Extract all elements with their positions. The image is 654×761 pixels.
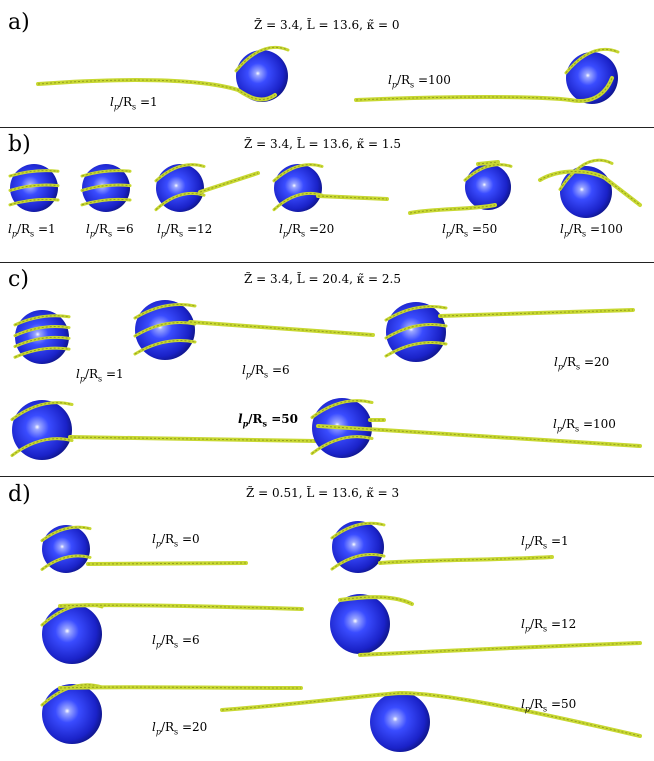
params-a: Z̃ = 3.4, L̃ = 13.6, κ̃ = 0 bbox=[254, 18, 400, 32]
lp-rs-label-b-1: lp/Rs =1 bbox=[8, 222, 56, 239]
polymer-texture-9 bbox=[81, 184, 131, 191]
sphere-16 bbox=[42, 604, 102, 664]
sphere-7 bbox=[465, 164, 511, 210]
polymer-texture-24 bbox=[14, 347, 70, 358]
sphere-17 bbox=[330, 594, 390, 654]
polymer-texture-7 bbox=[9, 198, 59, 206]
lp-rs-label-d-1: lp/Rs =0 bbox=[152, 532, 200, 549]
polymer-texture-37 bbox=[311, 436, 373, 454]
polymer-texture-1 bbox=[37, 79, 276, 100]
polymer-texture-14 bbox=[273, 164, 323, 182]
polymer-texture-49 bbox=[59, 686, 302, 689]
lp-rs-label-d-5: lp/Rs =20 bbox=[152, 720, 208, 737]
polymer-texture-21 bbox=[14, 315, 70, 326]
lp-rs-label-d-3: lp/Rs =6 bbox=[152, 633, 200, 650]
lp-rs-label-a-2: lp/Rs =100 bbox=[388, 73, 451, 90]
params-c: Z̃ = 3.4, L̃ = 20.4, κ̃ = 2.5 bbox=[244, 272, 402, 286]
polymer-texture-42 bbox=[331, 522, 385, 539]
polymer-texture-31 bbox=[385, 342, 447, 357]
polymer-texture-29 bbox=[385, 306, 447, 321]
polymer-texture-38 bbox=[317, 419, 641, 447]
separator-b-c bbox=[0, 262, 654, 263]
polymer-texture-6 bbox=[9, 184, 59, 191]
polymer-texture-3 bbox=[355, 77, 613, 102]
separator-a-b bbox=[0, 127, 654, 128]
polymer-texture-11 bbox=[155, 164, 205, 182]
sphere-1 bbox=[236, 50, 288, 102]
polymer-texture-32 bbox=[439, 309, 634, 317]
lp-rs-label-d-2: lp/Rs =1 bbox=[521, 534, 569, 551]
polymer-texture-47 bbox=[339, 596, 641, 656]
polymer-texture-18 bbox=[409, 161, 499, 214]
polymer-texture-33 bbox=[11, 402, 73, 420]
polymer-texture-8 bbox=[81, 170, 131, 177]
polymer-texture-50 bbox=[221, 692, 641, 737]
polymer-chain-13 bbox=[198, 171, 260, 194]
lp-rs-label-b-4: lp/Rs =20 bbox=[279, 222, 335, 239]
polymer-chain-41 bbox=[86, 561, 248, 566]
polymer-texture-16 bbox=[317, 195, 388, 200]
lp-rs-label-a-1: lp/Rs =1 bbox=[110, 95, 158, 112]
polymer-texture-34 bbox=[11, 438, 73, 456]
polymer-texture-5 bbox=[9, 170, 59, 177]
polymer-texture-27 bbox=[134, 340, 196, 355]
polymer-texture-4 bbox=[565, 48, 619, 74]
polymer-texture-46 bbox=[59, 604, 303, 610]
polymer-texture-35 bbox=[69, 436, 317, 442]
lp-rs-label-b-2: lp/Rs =6 bbox=[86, 222, 134, 239]
sphere-8 bbox=[560, 166, 612, 218]
lp-rs-label-b-5: lp/Rs =50 bbox=[442, 222, 498, 239]
lp-rs-label-c-1: lp/Rs =1 bbox=[76, 367, 124, 384]
polymer-chain-16 bbox=[316, 194, 389, 201]
polymer-texture-30 bbox=[385, 324, 447, 339]
separator-c-d bbox=[0, 476, 654, 477]
polymer-texture-25 bbox=[134, 304, 196, 319]
polymer-texture-39 bbox=[41, 526, 91, 542]
polymer-texture-28 bbox=[189, 321, 374, 336]
lp-rs-label-c-5: lp/Rs =100 bbox=[553, 417, 616, 434]
polymer-chain-44 bbox=[378, 555, 554, 565]
polymer-texture-10 bbox=[81, 198, 131, 206]
polymer-texture-40 bbox=[41, 555, 91, 570]
panel-label-c: c) bbox=[8, 267, 29, 292]
panel-label-a: a) bbox=[8, 10, 30, 35]
lp-rs-label-b-3: lp/Rs =12 bbox=[157, 222, 213, 239]
polymer-chain-50 bbox=[220, 690, 642, 738]
panel-label-b: b) bbox=[8, 132, 31, 157]
lp-rs-label-c-3: lp/Rs =20 bbox=[554, 355, 610, 372]
lp-rs-label-d-4: lp/Rs =12 bbox=[521, 617, 577, 634]
polymer-chain-20 bbox=[538, 169, 642, 207]
sphere-18 bbox=[42, 684, 102, 744]
polymer-texture-36 bbox=[311, 400, 373, 418]
polymer-chain-28 bbox=[188, 320, 375, 337]
polymer-texture-22 bbox=[14, 326, 70, 337]
polymer-texture-23 bbox=[14, 336, 70, 347]
polymer-texture-44 bbox=[379, 556, 553, 564]
lp-rs-label-c-2: lp/Rs =6 bbox=[242, 363, 290, 380]
polymer-texture-2 bbox=[235, 46, 289, 72]
polymer-texture-17 bbox=[464, 164, 512, 181]
lp-rs-label-b-6: lp/Rs =100 bbox=[560, 222, 623, 239]
params-d: Z̃ = 0.51, L̃ = 13.6, κ̃ = 3 bbox=[246, 486, 400, 500]
lp-rs-label-d-6: lp/Rs =50 bbox=[521, 697, 577, 714]
polymer-texture-19 bbox=[559, 159, 613, 190]
sphere-19 bbox=[370, 692, 430, 752]
polymer-texture-43 bbox=[331, 553, 385, 570]
params-b: Z̃ = 3.4, L̃ = 13.6, κ̃ = 1.5 bbox=[244, 137, 402, 151]
panel-label-d: d) bbox=[8, 482, 31, 507]
lp-rs-label-c-4: lp/Rs =50 bbox=[238, 412, 298, 429]
polymer-texture-12 bbox=[155, 192, 205, 210]
